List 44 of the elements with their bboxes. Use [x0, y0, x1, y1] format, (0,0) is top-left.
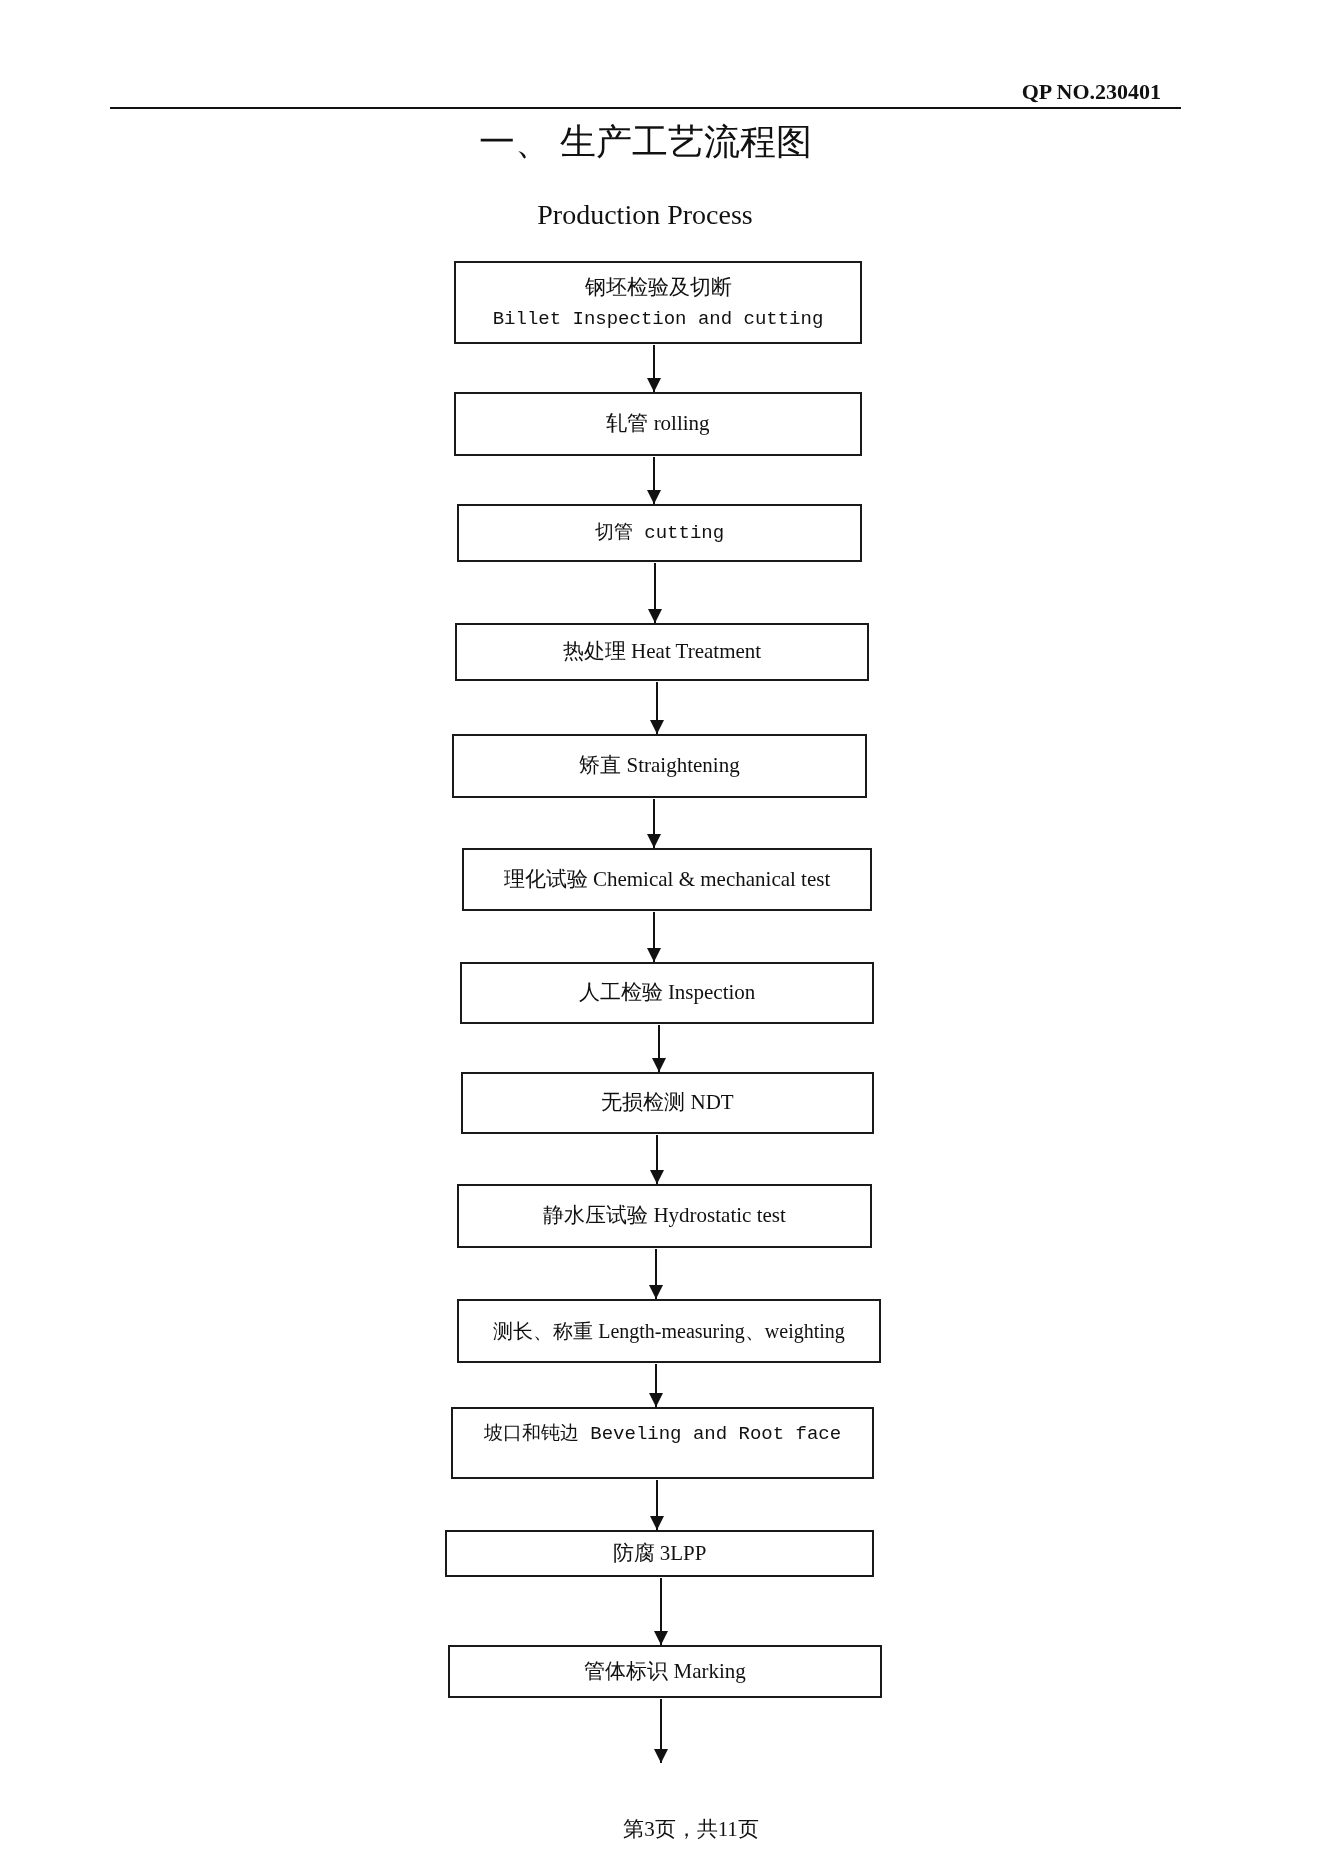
process-box — [462, 848, 872, 911]
flow-arrow — [647, 911, 661, 963]
process-box — [448, 1645, 882, 1698]
step-label: 切管 cutting — [594, 520, 725, 546]
step-label: 测长、称重 Length-measuring、weighting — [493, 1319, 845, 1345]
step-label: 理化试验 Chemical & mechanical test — [503, 865, 831, 893]
flow-arrow — [652, 1024, 666, 1073]
page-number: 第3页，共11页 — [623, 1817, 759, 1843]
process-box — [460, 962, 874, 1024]
step-label: 防腐 3LPP — [612, 1539, 707, 1567]
step-label: 热处理 Heat Treatment — [562, 638, 762, 666]
step-label: 管体标识 Marking — [584, 1657, 746, 1685]
process-box — [457, 1299, 881, 1363]
step-label: 轧管 rolling — [606, 410, 710, 438]
process-box — [454, 261, 862, 344]
flow-arrow — [647, 456, 661, 505]
flow-arrow — [649, 1248, 663, 1300]
document-number: QP NO.230401 — [1021, 79, 1161, 106]
process-box — [452, 734, 867, 798]
step-label: 坡口和钝边 Beveling and Root face — [483, 1422, 842, 1447]
step-label: 矫直 Straightening — [579, 752, 740, 780]
flow-arrow — [654, 1698, 668, 1764]
flow-arrow — [648, 562, 662, 624]
flow-arrow — [649, 1363, 663, 1408]
step-label: 钢坯检验及切断 — [584, 273, 732, 301]
step-label: 静水压试验 Hydrostatic test — [543, 1202, 786, 1230]
flow-arrow — [650, 1479, 664, 1531]
flow-arrow — [650, 681, 664, 735]
subtitle: Production Process — [537, 198, 753, 232]
flow-arrow — [647, 344, 661, 393]
process-box — [451, 1407, 874, 1479]
process-box — [454, 392, 862, 456]
step-label: Billet Inspection and cutting — [492, 307, 824, 333]
process-box — [445, 1530, 874, 1577]
flow-arrow — [647, 798, 661, 849]
process-box — [457, 504, 862, 562]
step-label: 人工检验 Inspection — [578, 979, 756, 1007]
flow-arrow — [654, 1577, 668, 1646]
flow-arrow — [650, 1134, 664, 1185]
process-box — [461, 1072, 874, 1134]
process-box — [457, 1184, 872, 1248]
step-label: 无损检测 NDT — [601, 1089, 734, 1117]
page-title: 一、 生产工艺流程图 — [478, 121, 812, 164]
process-box — [455, 623, 869, 681]
